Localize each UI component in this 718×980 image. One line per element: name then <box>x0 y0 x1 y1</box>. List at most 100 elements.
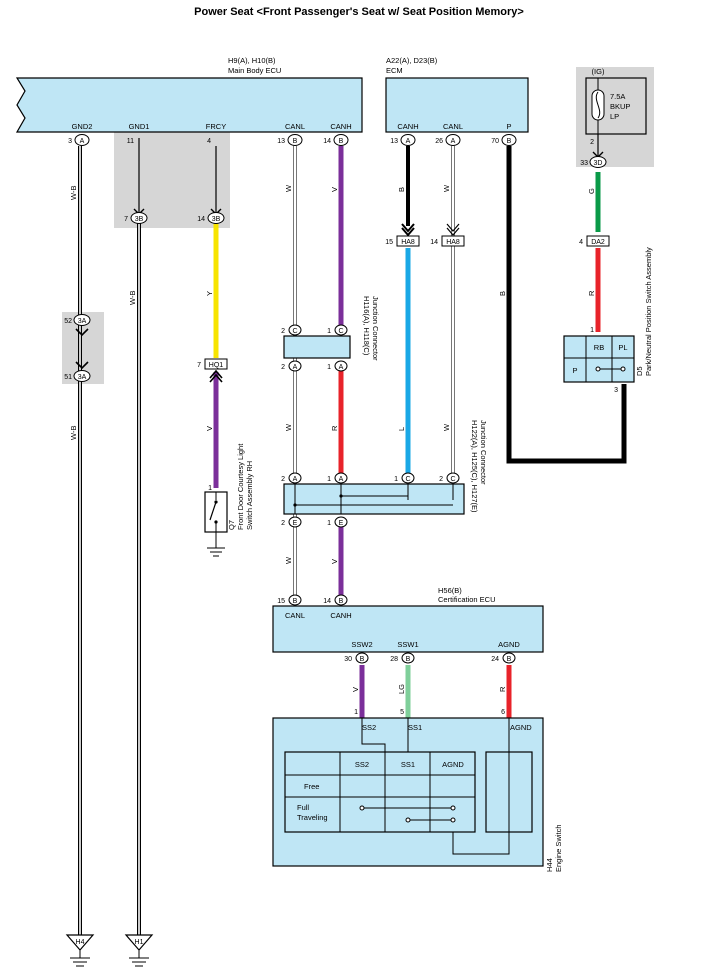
svg-text:B: B <box>406 656 411 663</box>
svg-text:3A: 3A <box>78 374 87 381</box>
d5-rb: RB <box>594 343 604 352</box>
es-pin-ss1: 5 <box>400 709 404 716</box>
svg-text:C: C <box>450 476 455 483</box>
svg-text:C: C <box>292 328 297 335</box>
svg-text:4: 4 <box>579 239 583 246</box>
cert-term-canh: CANH <box>330 611 351 620</box>
wire-label-canl-w-2: W <box>284 423 293 431</box>
q7-pin: 1 <box>208 485 212 492</box>
d5-pin-3: 3 <box>614 387 618 394</box>
pin-ha8-right: HA8 14 <box>430 223 465 247</box>
wire-label-ecm-canh-l: L <box>397 427 406 431</box>
svg-text:2: 2 <box>281 364 285 371</box>
svg-text:7: 7 <box>197 362 201 369</box>
es-name: Engine Switch <box>554 824 563 872</box>
fuse-rating: 7.5A <box>610 92 625 101</box>
pin-3a-bottom: 3A 51 <box>64 361 91 382</box>
svg-text:52: 52 <box>64 318 72 325</box>
svg-text:13: 13 <box>390 138 398 145</box>
table-row-free: Free <box>304 782 319 791</box>
ground-h1: H1 <box>124 934 154 967</box>
svg-text:14: 14 <box>323 138 331 145</box>
certification-ecu-box <box>272 605 544 653</box>
svg-text:24: 24 <box>491 656 499 663</box>
q7-ground-icon <box>207 547 225 557</box>
pin-ecm-p: B 70 <box>491 134 517 146</box>
svg-text:HA8: HA8 <box>401 239 415 246</box>
wire-ecm-p-b <box>506 146 627 464</box>
term-canh-ecm: CANH <box>397 122 418 131</box>
d5-pin-1: 1 <box>590 327 594 334</box>
diagram-title: Power Seat <Front Passenger's Seat w/ Se… <box>194 6 524 18</box>
pin-3b-frcy: 3B 14 <box>197 208 225 224</box>
term-canh-ecu: CANH <box>330 122 351 131</box>
fuse-name-2: LP <box>610 112 619 121</box>
svg-text:15: 15 <box>277 598 285 605</box>
svg-text:B: B <box>360 656 365 663</box>
svg-text:1: 1 <box>327 476 331 483</box>
ground-h4: H4 <box>65 934 95 967</box>
pin-3d: 3D 33 <box>580 151 607 168</box>
cert-ecu-code: H56(B) <box>438 586 462 595</box>
pin-ha8-left: HA8 15 <box>385 223 420 247</box>
pin-ecm-canh: A 13 <box>390 134 416 146</box>
es-term-agnd: AGND <box>510 723 532 732</box>
cert-pins-top: B 15 B 14 <box>277 594 348 606</box>
svg-text:15: 15 <box>385 239 393 246</box>
pin-hq1: HQ1 7 <box>197 358 228 383</box>
svg-text:A: A <box>339 364 344 371</box>
wire-label-fuse-g: G <box>587 188 596 194</box>
svg-text:B: B <box>293 598 298 605</box>
table-header-ss2: SS2 <box>355 760 369 769</box>
svg-text:A: A <box>293 364 298 371</box>
d5-pl: PL <box>618 343 627 352</box>
svg-text:1: 1 <box>327 364 331 371</box>
es-pin-agnd: 6 <box>501 709 505 716</box>
shade-main-ecu-connector <box>114 132 230 228</box>
junction-connector-mid <box>283 483 465 515</box>
ecm-box <box>385 77 529 133</box>
park-neutral-switch-box <box>563 335 635 383</box>
wire-label-gnd2-wb-1: W-B <box>69 186 78 200</box>
svg-text:3B: 3B <box>135 216 144 223</box>
engine-switch-indicator <box>485 751 533 833</box>
svg-text:3D: 3D <box>594 160 603 167</box>
wire-label-frcy-y: Y <box>205 291 214 296</box>
svg-text:B: B <box>293 138 298 145</box>
svg-text:HQ1: HQ1 <box>209 362 224 369</box>
term-gnd1: GND1 <box>129 122 150 131</box>
svg-text:A: A <box>80 138 85 145</box>
svg-text:1: 1 <box>327 328 331 335</box>
d5-name: Park/Neutral Position Switch Assembly <box>644 247 653 376</box>
svg-text:E: E <box>293 520 298 527</box>
svg-text:70: 70 <box>491 138 499 145</box>
ecm-code: A22(A), D23(B) <box>386 56 438 65</box>
svg-text:2: 2 <box>281 476 285 483</box>
wire-label-ssw1-lg: LG <box>397 684 406 694</box>
q7-code: Q7 <box>227 520 236 530</box>
svg-text:2: 2 <box>439 476 443 483</box>
cert-term-ssw1: SSW1 <box>397 640 418 649</box>
d5-p: P <box>572 366 577 375</box>
pin-frcy-num: 4 <box>207 138 211 145</box>
es-code: H44 <box>545 858 554 872</box>
wire-label-frcy-v: V <box>205 426 214 431</box>
svg-text:1: 1 <box>394 476 398 483</box>
svg-text:HA8: HA8 <box>446 239 460 246</box>
wire-label-ecm-canl-w-1: W <box>442 184 451 192</box>
pin-gnd2: A 3 <box>68 134 90 146</box>
term-gnd2: GND2 <box>72 122 93 131</box>
svg-text:1: 1 <box>327 520 331 527</box>
svg-text:14: 14 <box>323 598 331 605</box>
svg-text:14: 14 <box>197 216 205 223</box>
wire-label-ecm-p-b: B <box>498 291 507 296</box>
svg-text:H4: H4 <box>76 939 85 946</box>
svg-text:2: 2 <box>281 328 285 335</box>
svg-text:30: 30 <box>344 656 352 663</box>
cert-term-canl: CANL <box>285 611 305 620</box>
wire-label-ssw2-v: V <box>351 687 360 692</box>
wire-label-canh-v-2: V <box>330 559 339 564</box>
fuse-box <box>585 77 647 135</box>
main-ecu-code: H9(A), H10(B) <box>228 56 276 65</box>
svg-text:14: 14 <box>430 239 438 246</box>
